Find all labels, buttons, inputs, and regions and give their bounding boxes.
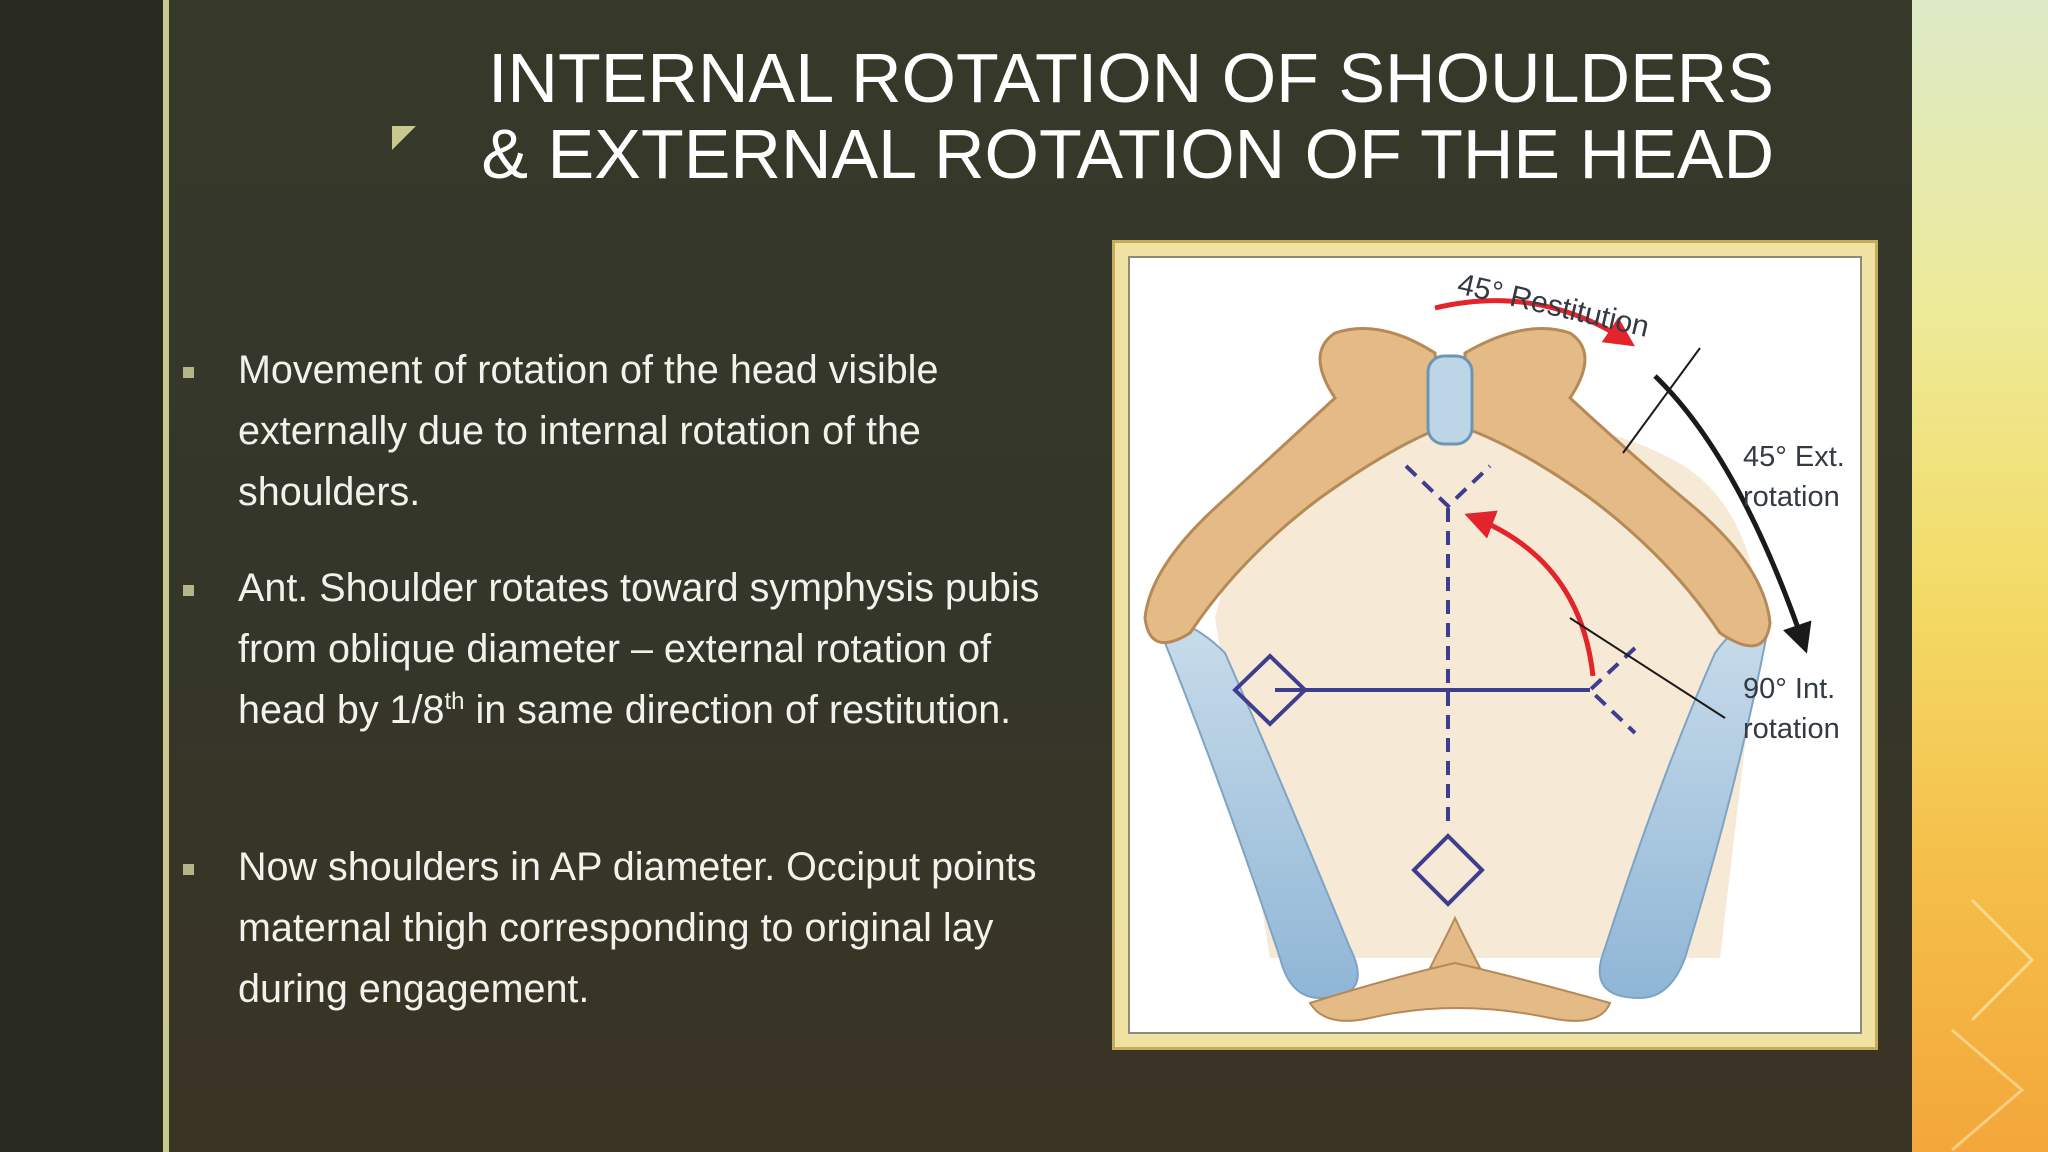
reference-line (1622, 347, 1701, 454)
pelvic-outlet-area (1215, 428, 1760, 959)
bullet-text-2: Ant. Shoulder rotates toward symphysis p… (238, 558, 1088, 741)
left-band (0, 0, 163, 1152)
rotation-diagram-svg: 45° Restitution 45° Ext. rotation 90° In… (1143, 268, 1845, 1022)
int-rotation-label-line-1: 90° Int. (1743, 673, 1835, 705)
decorative-band (1912, 0, 2048, 1152)
bullet-text-2-main: Ant. Shoulder rotates toward symphysis p… (238, 566, 1040, 732)
right-ligament (1598, 616, 1772, 1000)
rotation-diagram: 45° Restitution 45° Ext. rotation 90° In… (1128, 256, 1862, 1034)
external-rotation-arrow (1653, 374, 1812, 654)
ext-rotation-label-line-2: rotation (1743, 481, 1840, 513)
bullet-text-1: Movement of rotation of the head visible… (238, 348, 939, 514)
title-corner-mark (392, 126, 416, 150)
ordinal-superscript: th (444, 687, 465, 715)
y-branch (1404, 464, 1492, 509)
slide-title-line-1: INTERNAL ROTATION OF SHOULDERS (487, 39, 1774, 117)
right-pubic-bone (1463, 327, 1772, 648)
coccyx (1428, 915, 1482, 969)
bullet-text-3: Now shoulders in AP diameter. Occiput po… (238, 845, 1037, 1011)
internal-rotation-arrow (1464, 510, 1596, 677)
bullet-text-2-tail: in same direction of restitution. (464, 688, 1012, 732)
sacrum (1308, 961, 1612, 1022)
left-pubic-bone (1143, 327, 1442, 644)
bullet-marker (183, 585, 194, 596)
right-branch (1587, 646, 1637, 735)
left-ligament (1153, 616, 1359, 1000)
slide-title-line-2: & EXTERNAL ROTATION OF THE HEAD (481, 115, 1774, 193)
bullet-marker (183, 367, 194, 378)
bottom-diamond (1411, 833, 1485, 907)
leader-line-int (1569, 617, 1726, 719)
left-diamond (1232, 653, 1308, 727)
restitution-arrow (1434, 298, 1635, 347)
decorative-chevrons (1951, 898, 2035, 1152)
figure-frame: 45° Restitution 45° Ext. rotation 90° In… (1112, 240, 1878, 1050)
bullet-marker (183, 864, 194, 875)
symphysis-pubis (1426, 354, 1474, 446)
ext-rotation-label-line-1: 45° Ext. (1743, 441, 1845, 473)
int-rotation-label-line-2: rotation (1743, 713, 1840, 745)
accent-rule (163, 0, 169, 1152)
